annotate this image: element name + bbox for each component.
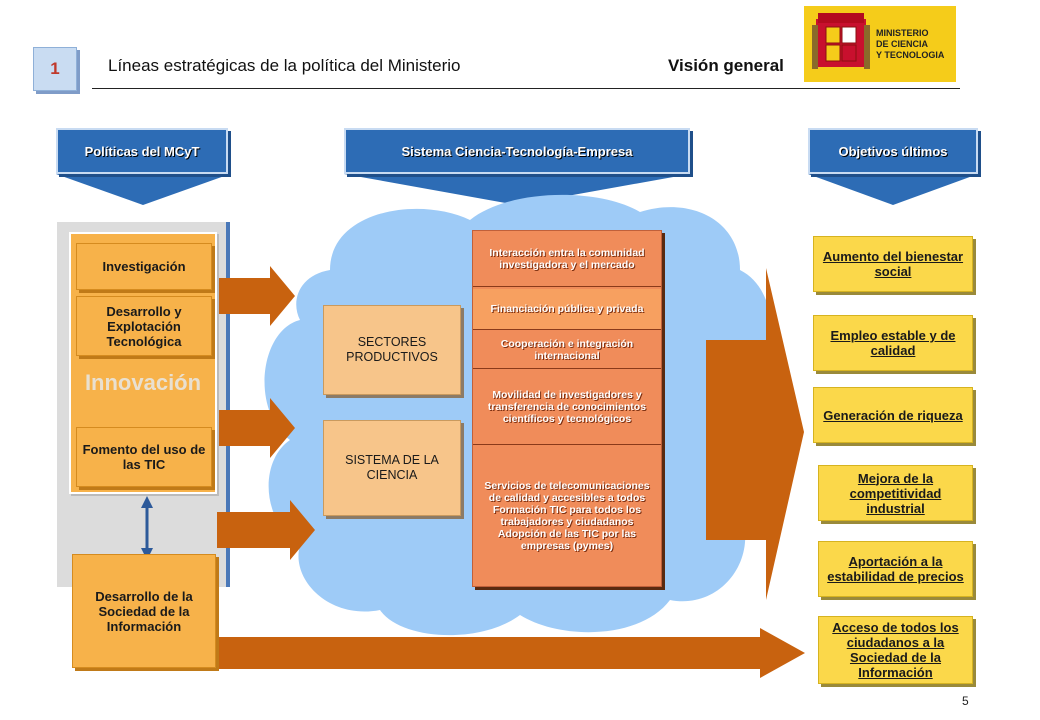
sector-productivos: SECTORES PRODUCTIVOS [323, 305, 461, 395]
arrow-right-1 [217, 266, 295, 326]
objective-acceso-sociedad: Acceso de todos los ciudadanos a la Soci… [818, 616, 973, 684]
page-subtitle: Visión general [668, 56, 784, 75]
policy-investigacion: Investigación [76, 243, 212, 290]
objective-riqueza: Generación de riqueza [813, 387, 973, 443]
policy-desarrollo-tecnologico: Desarrollo y Explotación Tecnológica [76, 296, 212, 356]
arrow-right-3 [217, 500, 315, 560]
innovation-label: Innovación [84, 370, 202, 395]
header-divider [92, 88, 960, 89]
center-item-adopcion: Adopción de las TIC por las empresas (py… [473, 528, 661, 552]
ministry-logo: MINISTERIO DE CIENCIA Y TECNOLOGIA [804, 6, 956, 82]
center-item-financiacion: Financiación pública y privada [473, 289, 661, 330]
arrow-right-2 [217, 398, 295, 458]
coat-of-arms-icon [812, 11, 870, 77]
center-item-formacion: Formación TIC para todos los trabajadore… [473, 504, 661, 528]
center-column-header: Sistema Ciencia-Tecnología-Empresa [344, 128, 690, 174]
center-item-servicios: Servicios de telecomunicaciones de calid… [473, 480, 661, 504]
center-item-interaccion: Interacción entra la comunidad investiga… [473, 231, 661, 287]
logo-text: MINISTERIO DE CIENCIA Y TECNOLOGIA [876, 27, 945, 60]
center-header-chevron [344, 174, 690, 205]
sector-ciencia: SISTEMA DE LA CIENCIA [323, 420, 461, 516]
policy-fomento-tic: Fomento del uso de las TIC [76, 427, 212, 487]
page-number: 5 [962, 694, 969, 708]
left-header-chevron [56, 174, 230, 205]
page-title: Líneas estratégicas de la política del M… [108, 56, 461, 75]
policy-sociedad-informacion: Desarrollo de la Sociedad de la Informac… [72, 554, 216, 668]
right-header-chevron [808, 174, 978, 205]
arrow-right-wide [706, 268, 804, 600]
section-number-badge: 1 [33, 47, 77, 91]
objective-competitividad: Mejora de la competitividad industrial [818, 465, 973, 521]
arrow-bottom-long [218, 628, 805, 678]
center-item-movilidad: Movilidad de investigadores y transferen… [473, 370, 661, 445]
left-column-header: Políticas del MCyT [56, 128, 228, 174]
objective-bienestar: Aumento del bienestar social [813, 236, 973, 292]
objective-empleo: Empleo estable y de calidad [813, 315, 973, 371]
center-item-cooperacion: Cooperación e integración internacional [473, 331, 661, 369]
objective-precios: Aportación a la estabilidad de precios [818, 541, 973, 597]
right-column-header: Objetivos últimos [808, 128, 978, 174]
center-item-tic-group: Servicios de telecomunicaciones de calid… [473, 446, 661, 586]
